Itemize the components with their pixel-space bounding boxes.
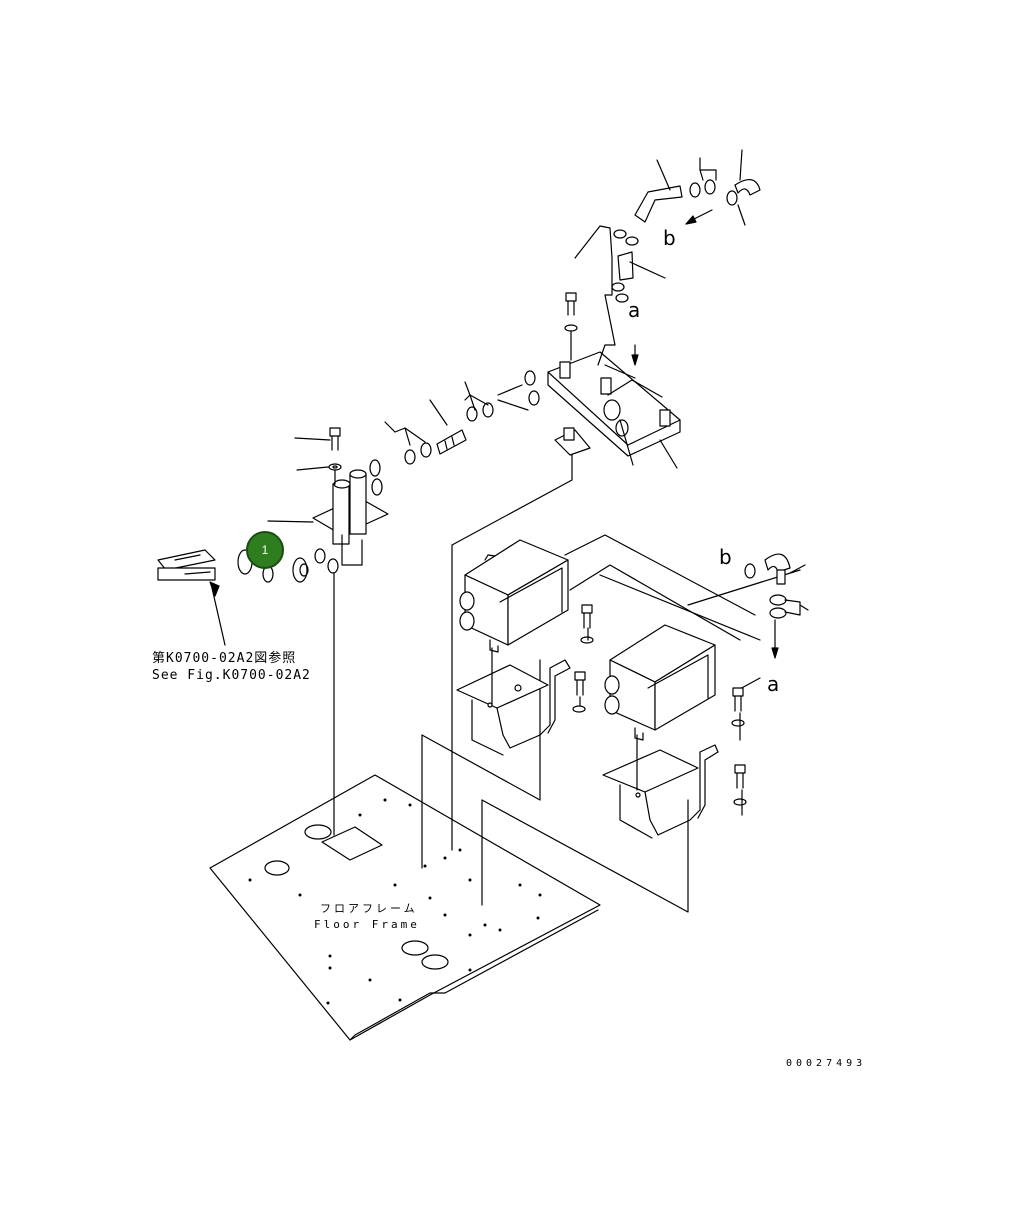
label-a-bottom: a (767, 672, 780, 696)
control-box-upper (457, 540, 593, 755)
reference-note-jp: 第K0700-02A2図参照 (152, 651, 297, 666)
floor-frame-label-jp: フロアフレーム (320, 902, 418, 915)
right-fittings (745, 554, 808, 658)
label-b-top: b (663, 226, 676, 250)
upper-manifold (548, 226, 680, 468)
part-callout-1[interactable]: 1 (246, 531, 284, 569)
control-box-lower (603, 625, 746, 838)
label-b-mid: b (719, 545, 732, 569)
reference-note-en: See Fig.K0700-02A2 (152, 668, 311, 683)
box-leaders (492, 628, 742, 815)
middle-hose-run (385, 371, 539, 464)
label-a-top: a (628, 298, 641, 322)
top-hose-fittings (612, 150, 760, 302)
document-id: 00027493 (786, 1058, 867, 1069)
floor-frame (210, 775, 600, 1040)
left-valve-assembly (158, 428, 388, 645)
part-callout-number: 1 (261, 543, 269, 557)
floor-frame-label-en: Floor Frame (314, 918, 420, 931)
